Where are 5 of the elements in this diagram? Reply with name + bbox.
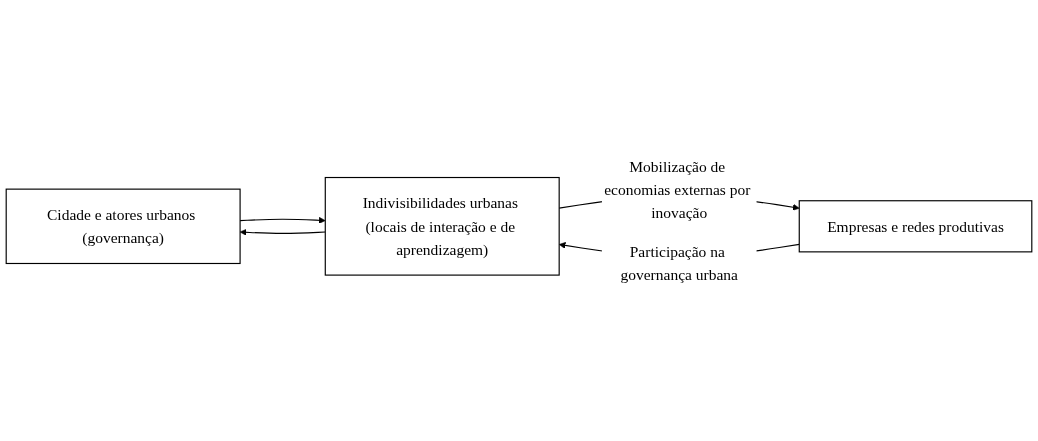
node-box: Empresas e redes produtivas	[798, 200, 1033, 253]
edge-label: Participação na governança urbana	[620, 242, 738, 284]
node-box: Indivisibilidades urbanas (locais de interação e de aprendizagem)	[324, 176, 560, 276]
node-box: Cidade e atores urbanos (governança)	[5, 188, 241, 265]
edge-label: Mobilização de economias externas por inovação	[604, 157, 751, 222]
